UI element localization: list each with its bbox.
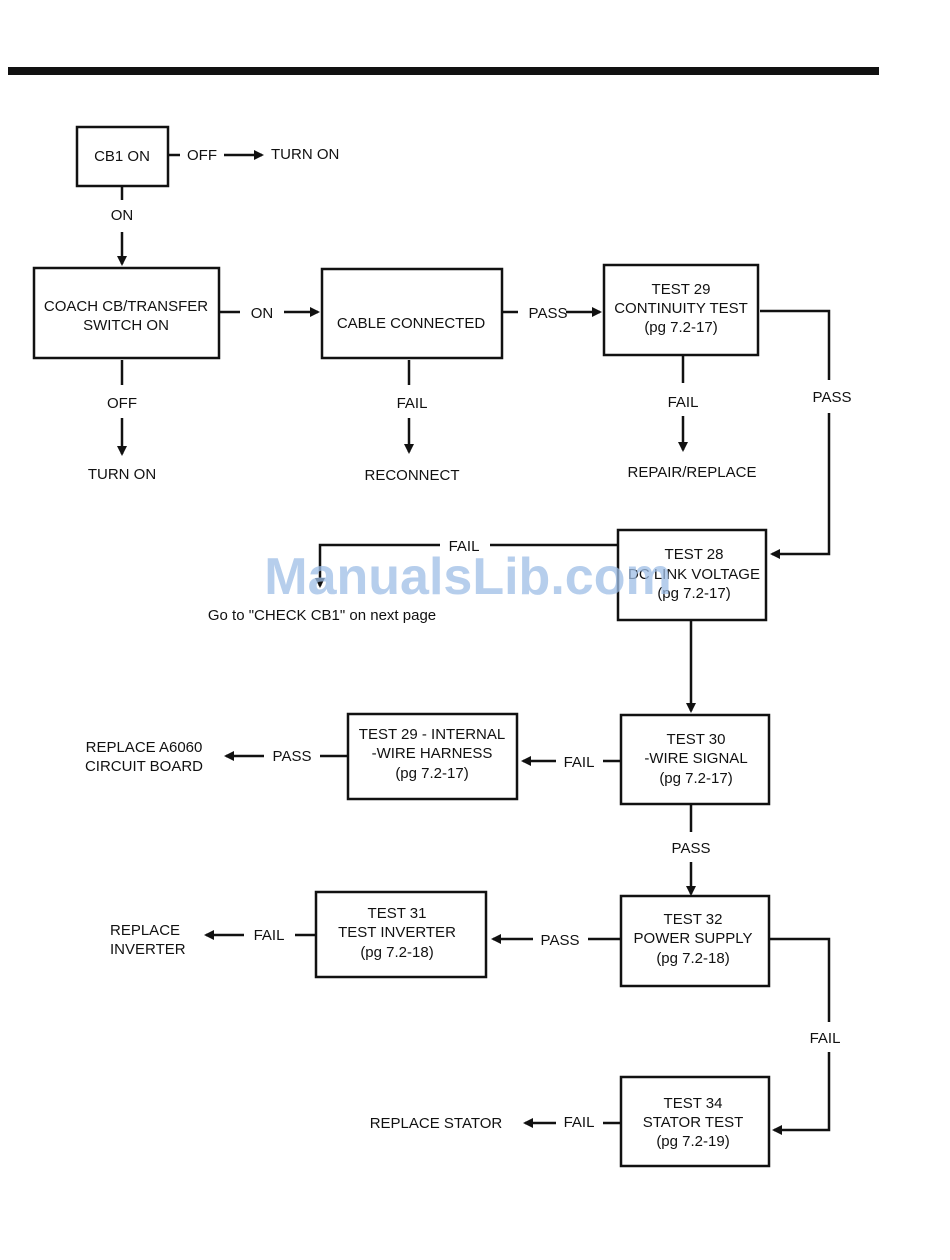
box-test30-line-3: (pg 7.2-17) [659, 770, 732, 787]
label-test34-fail: FAIL [564, 1114, 595, 1131]
box-test31-line-2: TEST INVERTER [338, 924, 456, 941]
box-test32-line-1: TEST 32 [664, 911, 723, 928]
box-test28-dc-link: TEST 28 DC LINK VOLTAGE (pg 7.2-17) [616, 528, 768, 622]
box-test29b-line-2: -WIRE HARNESS [372, 745, 493, 762]
arrow-test32-fail-head [772, 1052, 831, 1135]
label-test32-pass: PASS [541, 932, 580, 949]
box-test30-wire-signal: TEST 30 -WIRE SIGNAL (pg 7.2-17) [619, 713, 771, 806]
label-test30-fail: FAIL [564, 754, 595, 771]
box-test28-line-1: TEST 28 [665, 546, 724, 563]
label-coach-off: OFF [107, 395, 137, 412]
box-test29-line-3: (pg 7.2-17) [644, 319, 717, 336]
box-test29b-line-3: (pg 7.2-17) [395, 765, 468, 782]
outcome-turn-on-cb1: TURN ON [271, 146, 339, 163]
label-test29-pass: PASS [813, 389, 852, 406]
label-test31-fail: FAIL [254, 927, 285, 944]
box-test29-continuity: TEST 29 CONTINUITY TEST (pg 7.2-17) [602, 263, 760, 357]
connectors [117, 150, 831, 1135]
box-cb1-on: CB1 ON [75, 125, 170, 188]
outcome-replace-board-line-2: CIRCUIT BOARD [85, 758, 203, 775]
arrow-test29-pass [760, 309, 831, 380]
box-cable-connected: CABLE CONNECTED [320, 267, 504, 360]
box-test32-line-3: (pg 7.2-18) [656, 950, 729, 967]
label-test29-fail: FAIL [668, 394, 699, 411]
box-test31-inverter: TEST 31 TEST INVERTER (pg 7.2-18) [314, 890, 488, 979]
label-coach-on: ON [251, 305, 274, 322]
box-test28-line-3: (pg 7.2-17) [657, 585, 730, 602]
outcome-turn-on-coach: TURN ON [88, 466, 156, 483]
box-test29b-line-1: TEST 29 - INTERNAL [359, 726, 505, 743]
label-cable-pass: PASS [529, 305, 568, 322]
arrow-test32-fail [770, 937, 831, 1022]
label-cable-fail: FAIL [397, 395, 428, 412]
outcomes: TURN ON TURN ON RECONNECT REPAIR/REPLACE… [85, 146, 757, 1132]
box-test28-line-2: DC LINK VOLTAGE [628, 566, 760, 583]
box-test29-internal: TEST 29 - INTERNAL -WIRE HARNESS (pg 7.2… [346, 712, 519, 801]
box-test34-line-2: STATOR TEST [643, 1114, 744, 1131]
box-cb1-line-1: CB1 ON [94, 148, 150, 165]
watermark: ManualsLib.com [264, 548, 671, 606]
outcome-replace-inverter-line-2: INVERTER [110, 941, 186, 958]
box-coach-cb-transfer: COACH CB/TRANSFER SWITCH ON [32, 266, 221, 360]
label-cb1-off: OFF [187, 147, 217, 164]
label-test30-pass: PASS [672, 840, 711, 857]
box-test29-line-2: CONTINUITY TEST [614, 300, 748, 317]
box-coach-line-2: SWITCH ON [83, 317, 169, 334]
box-cable-line-1: CABLE CONNECTED [337, 315, 486, 332]
box-coach-line-1: COACH CB/TRANSFER [44, 298, 208, 315]
box-test29-line-1: TEST 29 [652, 281, 711, 298]
box-test31-line-3: (pg 7.2-18) [360, 944, 433, 961]
outcome-goto-check-cb1: Go to "CHECK CB1" on next page [208, 607, 436, 624]
header-rule [8, 67, 879, 75]
connector-labels: OFF ON ON OFF PASS FAIL FAIL PASS FAIL F… [107, 147, 851, 1131]
arrow-test28-fail-head [315, 543, 440, 588]
box-test31-line-1: TEST 31 [368, 905, 427, 922]
outcome-replace-stator: REPLACE STATOR [370, 1115, 503, 1132]
outcome-reconnect: RECONNECT [364, 467, 459, 484]
box-test34-line-3: (pg 7.2-19) [656, 1133, 729, 1150]
arrow-test29-pass-head [770, 413, 831, 559]
label-test29b-pass: PASS [273, 748, 312, 765]
box-test32-line-2: POWER SUPPLY [634, 930, 753, 947]
box-test30-line-1: TEST 30 [667, 731, 726, 748]
label-cb1-on: ON [111, 207, 134, 224]
box-test32-power-supply: TEST 32 POWER SUPPLY (pg 7.2-18) [619, 894, 771, 988]
box-test34-line-1: TEST 34 [664, 1095, 723, 1112]
outcome-replace-inverter-line-1: REPLACE [110, 922, 180, 939]
label-test28-fail: FAIL [449, 538, 480, 555]
outcome-repair-replace: REPAIR/REPLACE [628, 464, 757, 481]
label-test32-fail: FAIL [810, 1030, 841, 1047]
box-test34-stator: TEST 34 STATOR TEST (pg 7.2-19) [619, 1075, 771, 1168]
outcome-replace-board-line-1: REPLACE A6060 [86, 739, 203, 756]
box-test30-line-2: -WIRE SIGNAL [644, 750, 747, 767]
